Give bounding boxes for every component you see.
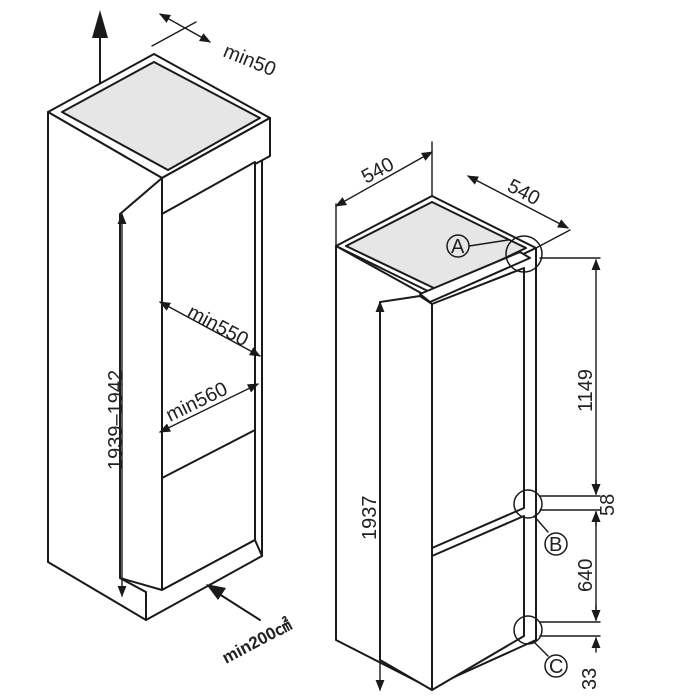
marker-b-leader xyxy=(533,515,549,533)
vent-arrow-icon xyxy=(206,584,226,600)
detail-c-circle xyxy=(513,615,543,645)
cabinet-floor-edge xyxy=(161,429,256,479)
dim-height-label: 1937 xyxy=(359,496,381,541)
vent-arrow-line xyxy=(215,591,261,621)
cabinet-plinth xyxy=(119,539,263,621)
appliance-door-side xyxy=(379,295,433,691)
cabinet-top-inner xyxy=(61,61,261,171)
marker-b-circle xyxy=(544,532,568,556)
appliance-upper-door xyxy=(431,267,525,549)
detail-b-circle xyxy=(513,489,543,519)
dim-vent-label: min200㎠ xyxy=(218,614,294,667)
appliance-lower-door xyxy=(431,515,525,691)
dim-bottom-label: 33 xyxy=(579,668,601,690)
min50-ext-line xyxy=(151,21,197,47)
marker-c-leader xyxy=(533,641,549,657)
cabinet-left-side xyxy=(47,111,163,621)
dim-upper-door-label: 1149 xyxy=(575,369,597,412)
width-dim-line xyxy=(335,151,433,207)
min50-dim-line xyxy=(159,13,211,43)
dim-lower-door-label: 640 xyxy=(575,559,597,592)
marker-c-label: C xyxy=(549,656,563,678)
appliance-drawing: 540 540 A 1937 1149 58 640 33 B xyxy=(335,141,619,692)
airflow-up-arrow-icon xyxy=(92,10,108,38)
dim-gap-label: 58 xyxy=(597,494,619,516)
dim-top-gap-label: min50 xyxy=(220,40,279,81)
cabinet-top-rail xyxy=(161,117,271,215)
depth-dim-line xyxy=(467,175,569,229)
detail-a-circle xyxy=(505,235,543,273)
depth2-dim-line xyxy=(158,383,260,433)
appliance-top-rail xyxy=(419,251,531,303)
depth1-dim-line xyxy=(159,301,261,357)
cabinet-interior xyxy=(161,161,256,591)
depth-ext-line xyxy=(535,229,571,249)
cabinet-drawing: min50 1939–1942 min550 min560 min200㎠ xyxy=(47,10,295,668)
dim-depth-label: 540 xyxy=(504,175,544,210)
marker-a-label: A xyxy=(451,236,465,258)
marker-b-label: B xyxy=(549,534,562,556)
marker-a-leader xyxy=(468,239,509,247)
dim-height-label: 1939–1942 xyxy=(105,370,127,470)
dim-width-label: 540 xyxy=(358,153,398,188)
marker-c-circle xyxy=(544,654,568,678)
